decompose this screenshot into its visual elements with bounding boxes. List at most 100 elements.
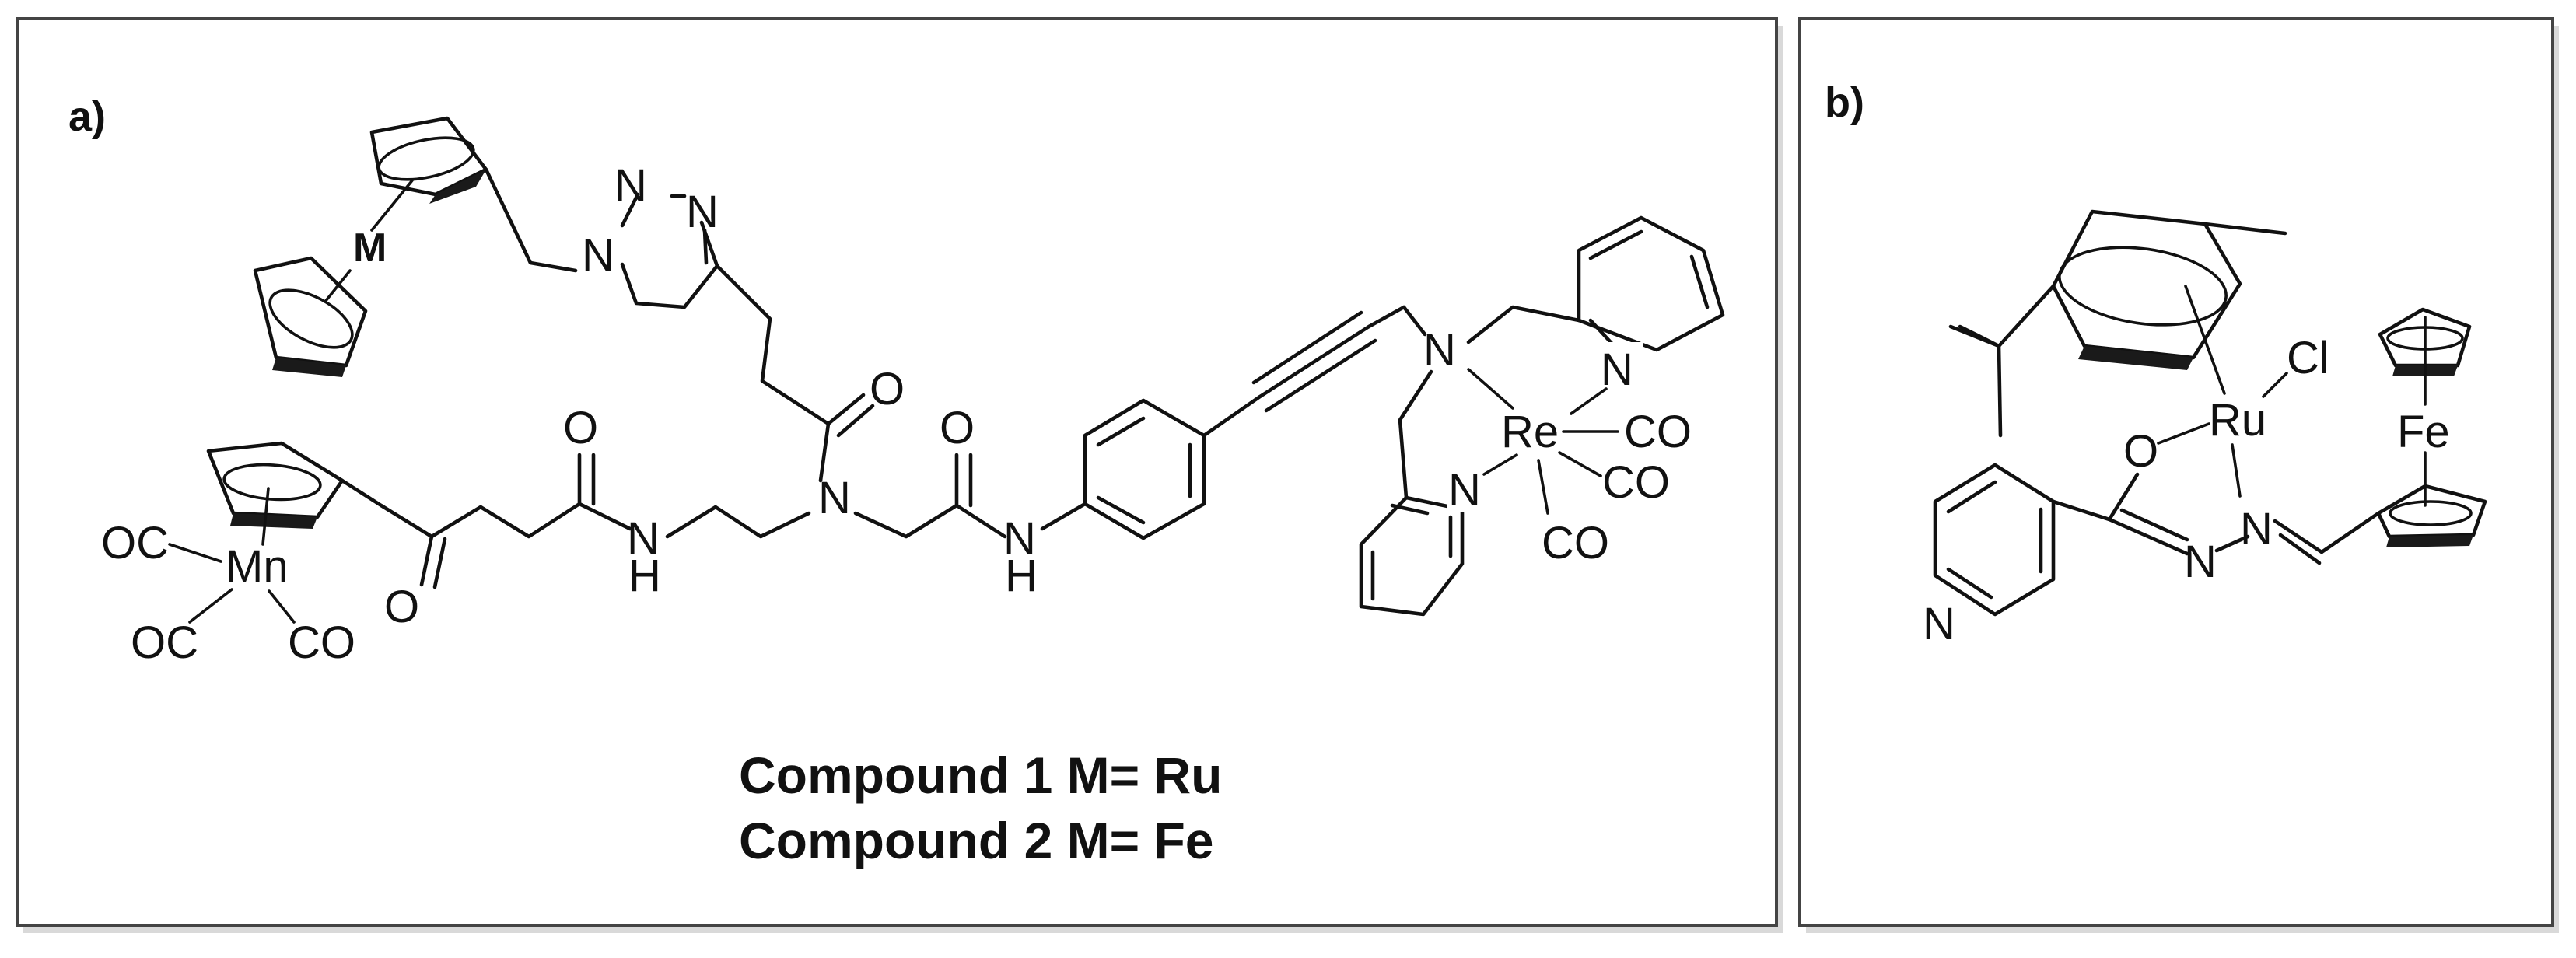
cp-methylene-link [484,167,578,273]
picolyl-arm-bottom [1398,369,1433,500]
amide-carbonyl-top-b [836,404,875,438]
triazole-propanoyl-chain [715,264,831,483]
c-n-double-b [2119,508,2189,542]
alkyne-center [1258,324,1371,399]
o-c-bond [2107,472,2140,522]
hydrazone-n1-label: N [2184,537,2217,587]
mn-metal-label: Mn [226,541,289,592]
amide-right-c-n [954,503,1007,539]
amide-o-right-label: O [940,403,975,453]
lower-cp-ring [253,256,368,368]
triazole-double-bond [702,228,709,265]
pyridine-top-double-2 [1689,254,1710,309]
succinyl-chain [379,502,582,539]
pyridyl-hexagon [1933,463,2056,617]
nh-right-h-label: H [1005,551,1038,601]
ethylene-linker [665,505,811,539]
mn-co-2-label: OC [131,617,198,668]
pyridine-bottom-double-3 [1390,503,1430,516]
pyridyl-double-3 [1946,567,1993,600]
metallocene-metal-label: M [353,226,387,271]
amide-o-top-label: O [870,364,905,414]
glycine-linker [853,503,959,539]
re-co-2-label: CO [1602,457,1670,508]
mn-co-1-bond [168,543,222,563]
isopropyl-c [1948,324,2001,348]
cymene-front-edge [2078,346,2193,370]
nh-left-h-label: H [628,551,661,601]
mn-co-3-label: CO [288,617,355,668]
panel-b-structure: Ru Cl O N N N Fe [1918,209,2487,649]
ch-cp-bond [2319,511,2381,554]
pyridine-top-n-mask [1596,342,1643,387]
amide-o-left-label: O [563,403,598,453]
propargyl-ch2-a [1367,305,1406,329]
pyridine-n-top-label: N [1601,344,1633,395]
triazole-ring: N N N [582,160,719,309]
mn-co-3-bond [268,589,296,624]
re-metal-label: Re [1501,407,1559,457]
alkyne-upper [1251,310,1363,385]
ru-o-bond [2157,422,2210,445]
cymene-aromatic-circle [2058,246,2228,327]
n-n-bond [2214,534,2250,553]
panel-b-frame [1798,17,2554,927]
metal-lower-ring-bond [324,269,352,303]
ru-arene-bond [2184,285,2226,395]
nh-left-to-carbonyl [577,502,632,531]
re-co-2-bond [1558,451,1602,477]
mn-cp-aromatic-circle [222,463,322,502]
re-co-3-label: CO [1542,518,1609,568]
re-co-1-label: CO [1624,407,1692,457]
fc-lower-ring [2376,484,2487,539]
c-pyridyl-bond [2051,499,2112,522]
ru-cl-bond [2262,372,2288,398]
ru-metal-label: Ru [2209,395,2266,446]
pyridyl-n-mask [1918,599,1963,642]
ketone-o-label: O [384,582,419,632]
nh-to-aryl [1040,502,1087,531]
mn-co-2-bond [188,588,233,624]
picolyl-arm-top [1466,305,1581,344]
triazole-backbone [620,220,719,309]
mn-cp-front-edge [230,513,317,529]
ketone-c-o-a [419,534,434,587]
pyridine-top-hexagon [1577,215,1725,352]
triazole-n1-label: N [582,230,614,281]
upper-cp-aromatic-circle [377,136,475,181]
pyridine-top-re-bond [1570,387,1608,415]
fc-lower-circle [2389,500,2473,526]
triazole-bond-n1-n2 [620,192,640,228]
caption-line-1: Compound 1 M= Ru [739,746,1222,804]
panel-a-label: a) [68,93,106,140]
caption-line-2: Compound 2 M= Fe [739,812,1214,869]
alkyne-lower [1264,338,1377,413]
nh-right-n-label: N [1003,513,1036,564]
isopropyl-b [1997,344,2003,438]
cymene-methyl [2203,222,2287,236]
mn-ring-bond [261,487,270,546]
tertiary-n-label: N [818,473,851,523]
c-n-double-a [2107,517,2189,556]
mn-co-1-label: OC [101,518,169,568]
propargyl-ch2-b [1402,305,1427,337]
pyridyl-double-1 [1946,480,1997,514]
pyridine-n-bottom-label: N [1448,465,1481,516]
pyridine-ring-bottom: N [1359,465,1490,617]
phenylene-double-3 [1096,495,1146,525]
amine-re-bond [1467,368,1514,410]
mn-cp-ring [206,441,345,519]
ketone-c-o-b [432,537,447,589]
chloride-label: Cl [2287,333,2329,383]
amine-n-label: N [1423,325,1456,376]
metal-upper-ring-bond [370,179,414,232]
triazole-n2-label: N [614,160,647,211]
n-ch-double-a [2273,519,2324,554]
hydrazone-n2-label: N [2240,504,2273,554]
nh-left-n-label: N [627,513,660,564]
fc-upper-ring [2378,307,2472,368]
lower-cp-front-edge [272,358,346,377]
panel-b-label: b) [1825,79,1864,126]
metallocene-unit: M [253,116,578,377]
